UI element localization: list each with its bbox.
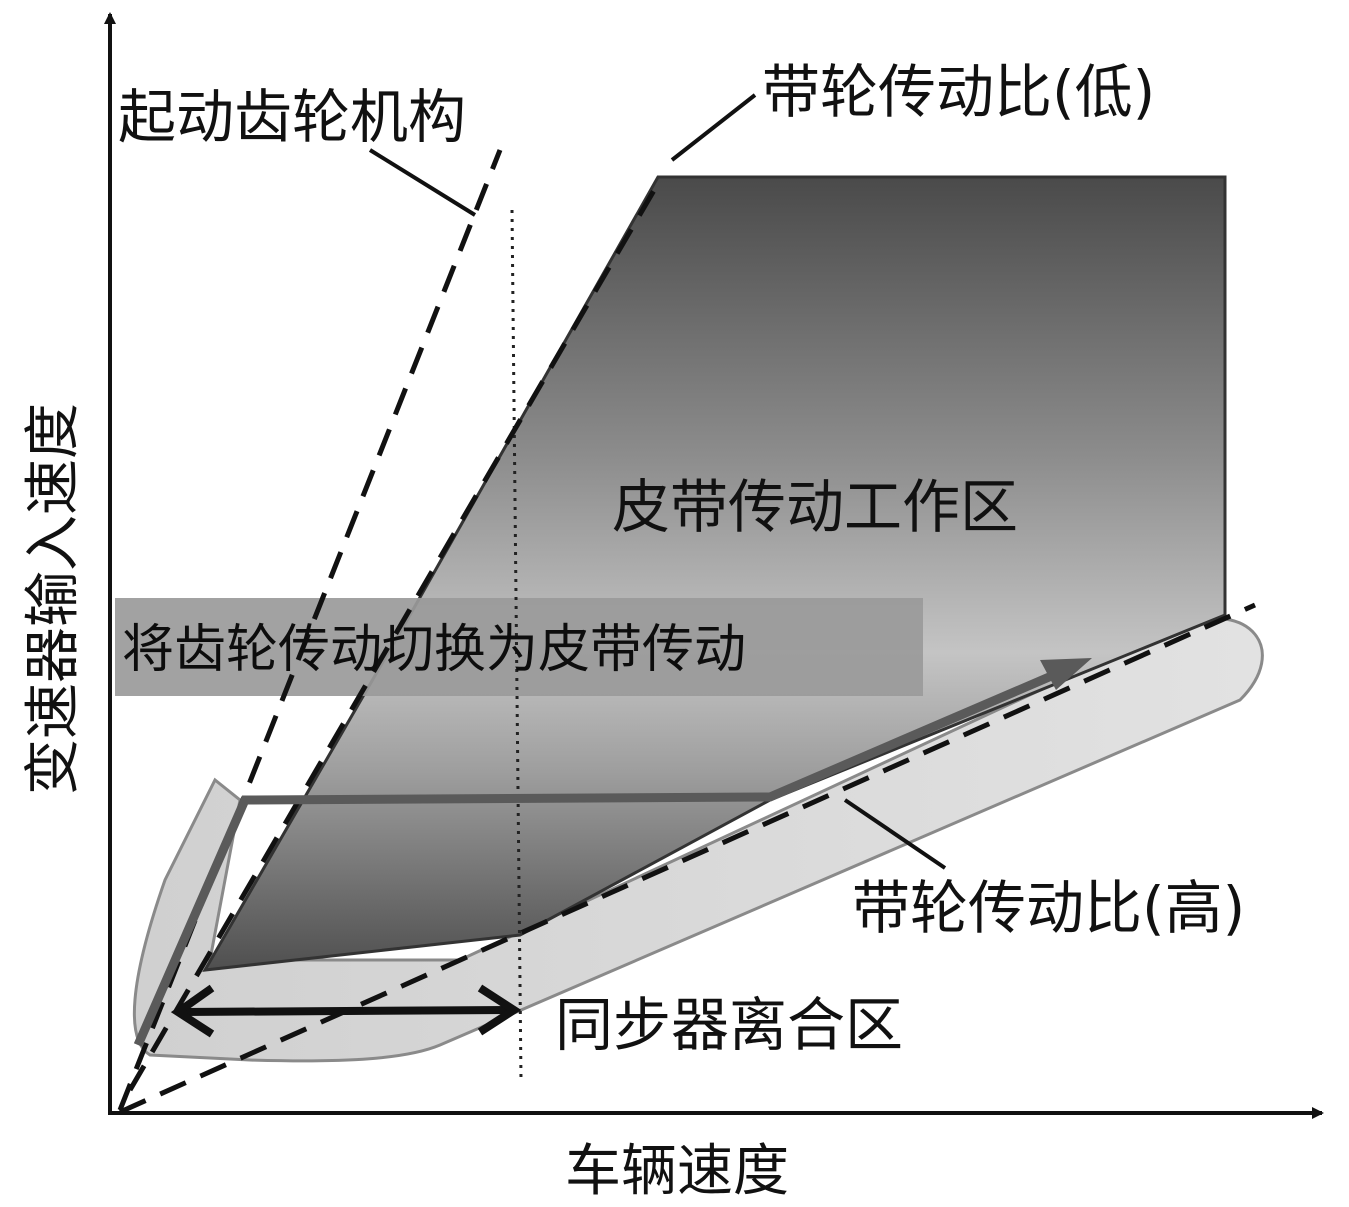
sync-double-arrow: [181, 1006, 513, 1016]
leader-starting-gear: [368, 148, 477, 217]
label-synchronizer-zone: 同步器离合区: [555, 991, 903, 1059]
sync-boundary-line: [510, 209, 523, 1081]
sync-arrow-right-head: [477, 984, 522, 1036]
sync-arrow-left-head: [170, 984, 215, 1038]
shift-path: [133, 663, 1072, 1047]
switch-banner: [115, 598, 923, 696]
starting-gear-line: [117, 149, 503, 1111]
shift-path-arrowhead: [1040, 658, 1092, 690]
label-belt-ratio-low: 带轮传动比(低): [762, 58, 1155, 126]
label-starting-gear: 起动齿轮机构: [118, 83, 466, 151]
leader-belt-ratio-low: [670, 93, 757, 162]
x-axis-label: 车辆速度: [565, 1139, 789, 1204]
leader-belt-ratio-high: [843, 798, 947, 870]
belt-ratio-high-line: [118, 602, 1257, 1115]
y-axis-label: 变速器输入速度: [21, 403, 86, 795]
label-gear-to-belt-switch: 将齿轮传动切换为皮带传动: [122, 620, 746, 680]
label-belt-work-zone: 皮带传动工作区: [612, 473, 1018, 541]
label-belt-ratio-high: 带轮传动比(高): [852, 874, 1245, 942]
